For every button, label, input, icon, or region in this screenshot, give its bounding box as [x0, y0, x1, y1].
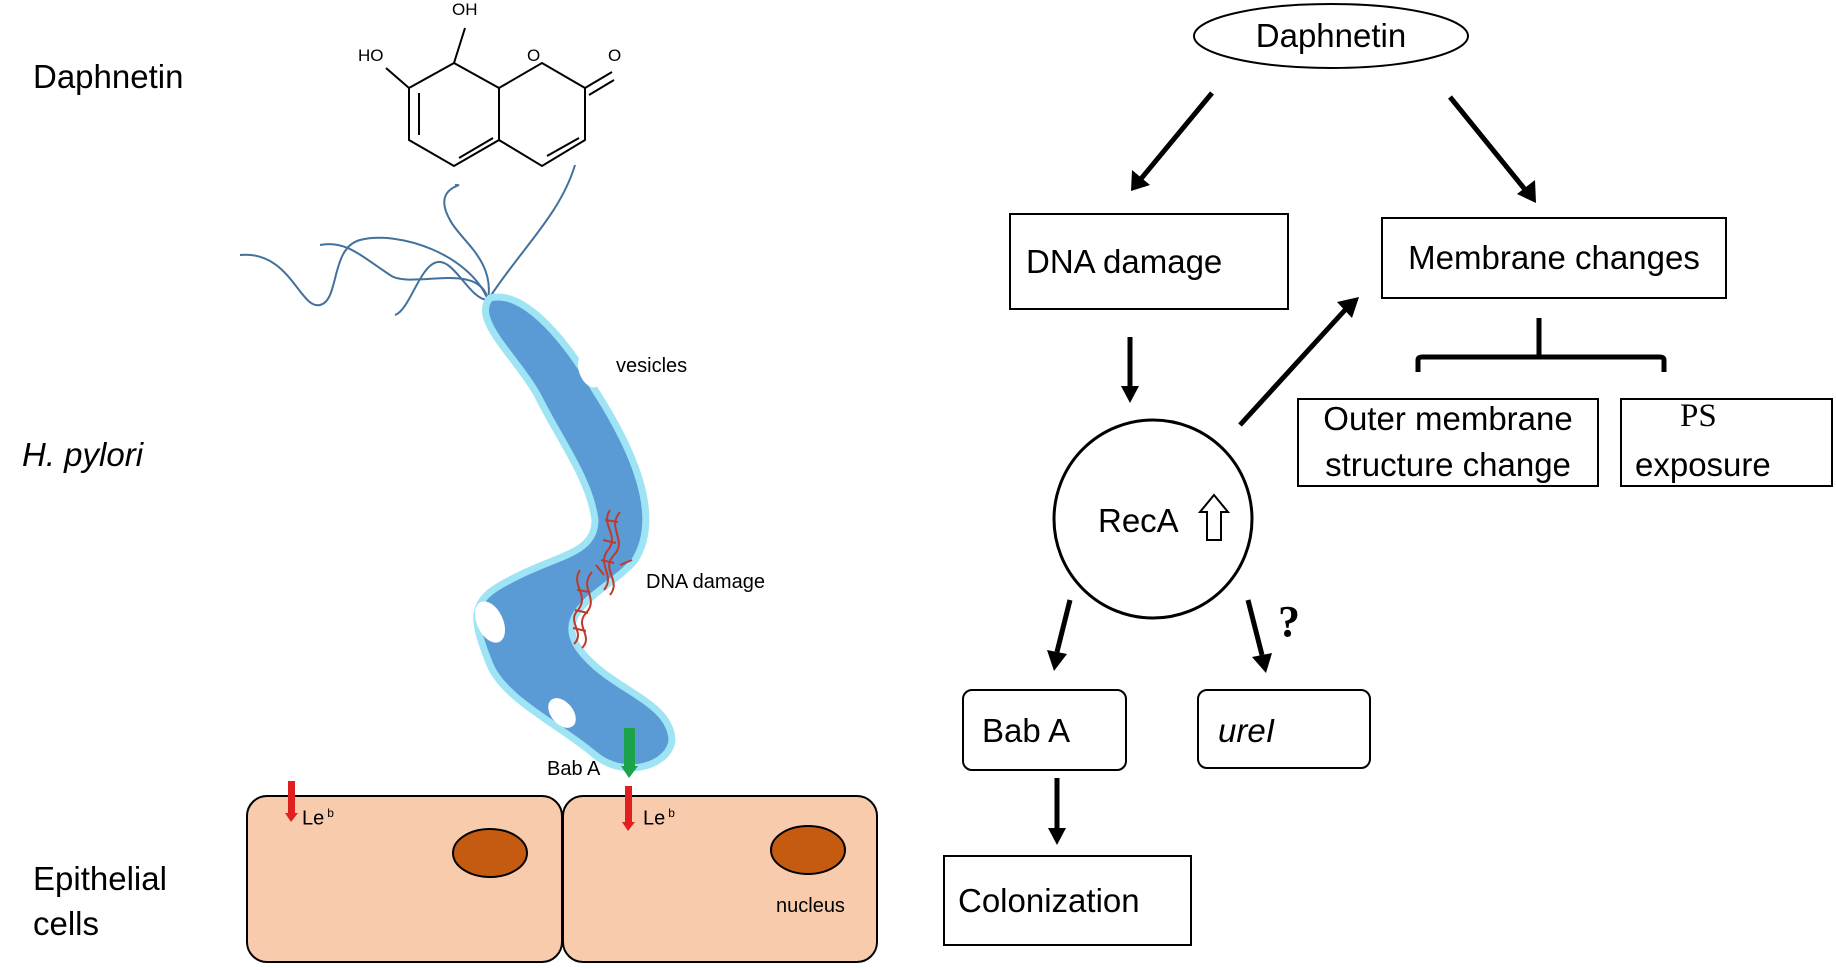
dna-damage-label: DNA damage — [646, 571, 765, 593]
urei-box — [1197, 689, 1371, 769]
reca-node — [1052, 418, 1254, 620]
ps-line2: exposure — [1635, 446, 1771, 483]
molecule-ring-o: O — [527, 46, 541, 65]
dna-damage-box — [1009, 213, 1289, 310]
daphnetin-node — [1193, 3, 1469, 69]
row-label-cells: cells — [33, 905, 100, 942]
row-label-epithelial: Epithelial — [33, 860, 167, 897]
outer-membrane-line2: structure change — [1325, 446, 1571, 483]
ps-line1: PS — [1680, 398, 1717, 434]
daphnetin-structure — [385, 27, 615, 168]
up-arrow-icon — [1197, 493, 1231, 541]
ps-exposure-box — [1620, 398, 1833, 487]
h-pylori-bacterium — [473, 293, 676, 772]
vesicles-label: vesicles — [616, 355, 688, 377]
molecule-ho-left: HO — [358, 46, 384, 65]
outer-membrane-line1: Outer membrane — [1323, 400, 1573, 437]
urei-box-label: ureI — [1218, 712, 1275, 749]
flagella — [239, 164, 576, 316]
membrane-changes-label: Membrane changes — [1408, 239, 1700, 276]
row-label-daphnetin: Daphnetin — [33, 58, 184, 95]
leb-receptor-left — [285, 781, 298, 822]
molecule-carbonyl-o: O — [608, 46, 622, 65]
dna-damage-box-label: DNA damage — [1026, 243, 1223, 280]
nucleus-label: nucleus — [776, 895, 845, 917]
arrow-heads — [1047, 170, 1536, 845]
nucleus-left — [452, 828, 528, 878]
baba-adhesin — [621, 728, 638, 778]
nucleus-right — [770, 825, 846, 875]
bab-a-box — [962, 689, 1127, 771]
colonization-box — [943, 855, 1192, 946]
leb-receptor-right — [622, 786, 635, 831]
flow-arrows — [1054, 91, 1529, 830]
row-label-h-pylori: H. pylori — [22, 436, 144, 473]
unknown-question-mark: ? — [1278, 597, 1300, 646]
dna-helix-icon — [572, 509, 633, 649]
epithelial-cells — [246, 795, 878, 963]
membrane-changes-box — [1381, 217, 1727, 299]
outer-membrane-box — [1297, 398, 1599, 487]
bab-a-box-label: Bab A — [982, 712, 1071, 749]
membrane-bracket — [1415, 318, 1667, 372]
colonization-box-label: Colonization — [958, 882, 1140, 919]
reca-label: RecA — [1098, 502, 1179, 539]
daphnetin-node-label: Daphnetin — [1255, 17, 1407, 54]
molecule-oh-top: OH — [452, 0, 478, 19]
bab-a-label: Bab A — [547, 758, 601, 780]
